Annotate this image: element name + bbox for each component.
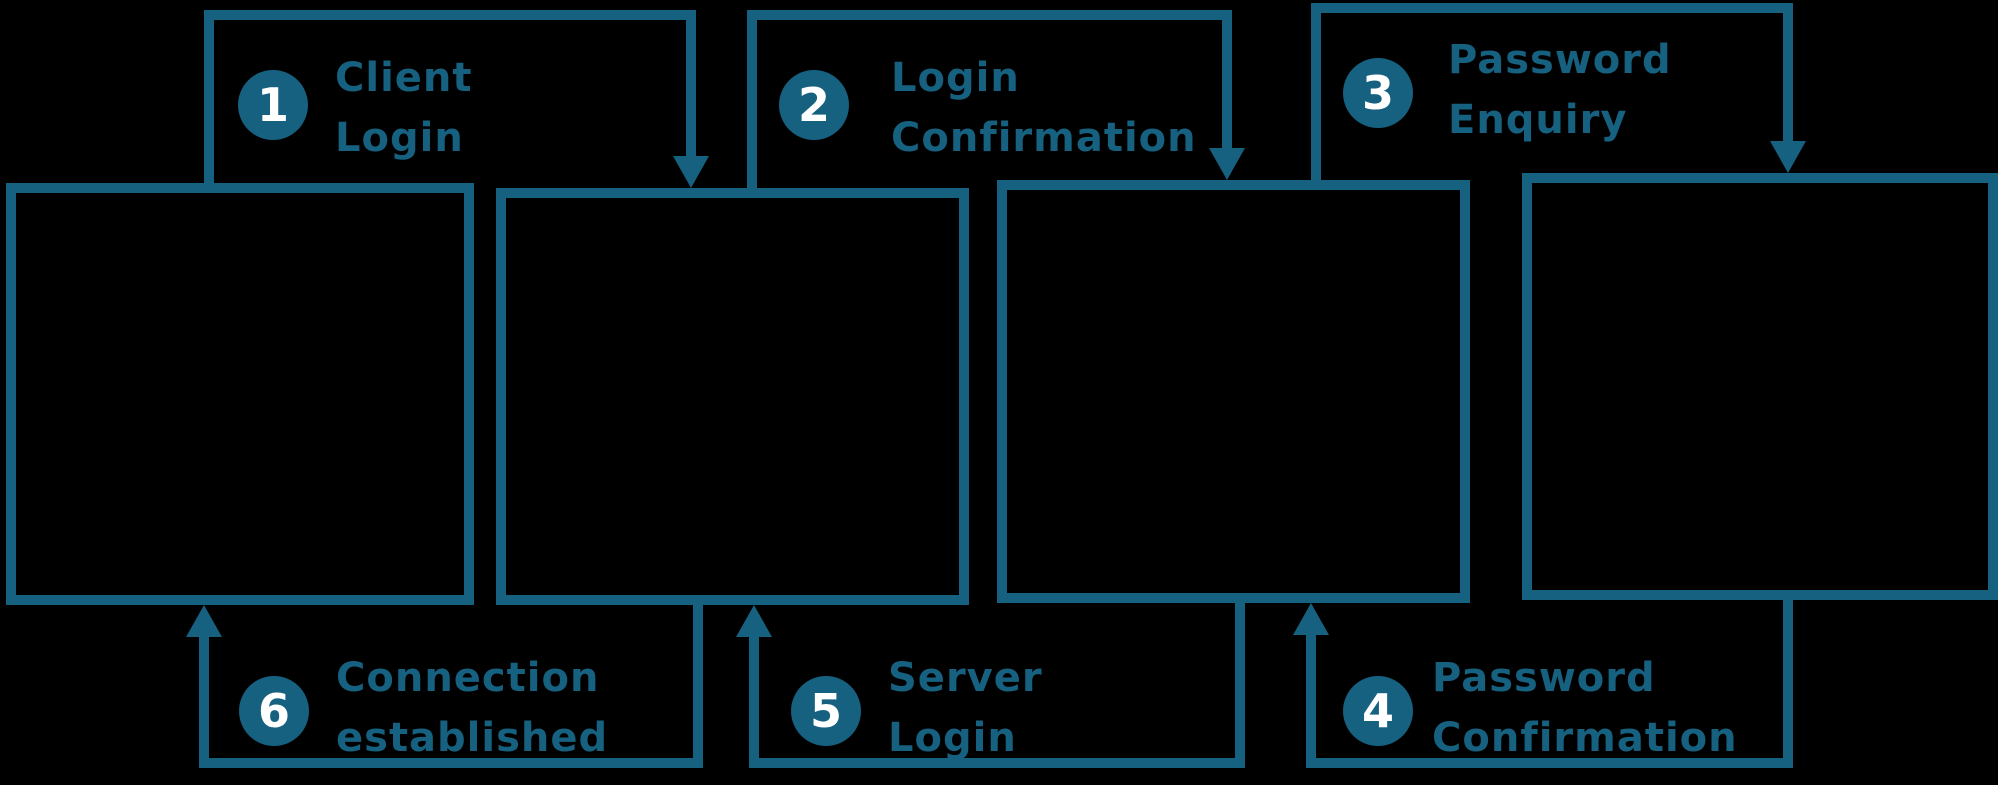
- step-1-label-line-2: Login: [335, 115, 464, 161]
- arrow-down-icon: [673, 156, 709, 188]
- connector-3-start-line: [1311, 3, 1321, 180]
- connector-3-end-line: [1783, 3, 1793, 141]
- step-3-label-line-2: Enquiry: [1448, 97, 1628, 143]
- flow-box-4: [1522, 173, 1998, 600]
- step-2-label: Login Confirmation: [891, 48, 1197, 168]
- step-3-number: 3: [1361, 66, 1394, 120]
- flow-box-1: [6, 183, 474, 605]
- step-1-label-line-1: Client: [335, 55, 473, 101]
- connector-6-start-line: [693, 605, 703, 768]
- arrow-up-icon: [186, 605, 222, 637]
- step-1-number: 1: [256, 78, 289, 132]
- connector-2-end-line: [1222, 10, 1232, 148]
- connector-5-end-line: [749, 637, 759, 758]
- connector-4-end-line: [1306, 635, 1316, 758]
- arrow-up-icon: [736, 605, 772, 637]
- arrow-down-icon: [1770, 141, 1806, 173]
- step-2-badge: 2: [779, 70, 849, 140]
- connector-2-start-line: [747, 10, 757, 188]
- connector-5-start-line: [1235, 603, 1245, 768]
- step-6-badge: 6: [239, 676, 309, 746]
- step-4-label: Password Confirmation: [1432, 648, 1738, 768]
- connector-5-bottom-line: [749, 758, 1245, 768]
- connector-1-top-line: [204, 10, 696, 20]
- step-5-badge: 5: [791, 676, 861, 746]
- flow-box-3: [997, 180, 1470, 603]
- step-4-badge: 4: [1343, 676, 1413, 746]
- step-6-label-line-2: established: [336, 715, 609, 761]
- step-5-label-line-2: Login: [888, 715, 1017, 761]
- step-2-label-line-1: Login: [891, 55, 1020, 101]
- step-4-label-line-1: Password: [1432, 655, 1656, 701]
- step-4-label-line-2: Confirmation: [1432, 715, 1738, 761]
- connector-4-bottom-line: [1306, 758, 1793, 768]
- step-5-number: 5: [809, 684, 842, 738]
- step-6-number: 6: [257, 684, 290, 738]
- arrow-up-icon: [1293, 603, 1329, 635]
- step-4-number: 4: [1361, 684, 1394, 738]
- step-2-number: 2: [797, 78, 830, 132]
- step-5-label: Server Login: [888, 648, 1043, 768]
- connector-1-end-line: [686, 10, 696, 156]
- step-1-label: Client Login: [335, 48, 473, 168]
- connector-4-start-line: [1783, 600, 1793, 768]
- connector-2-top-line: [747, 10, 1232, 20]
- step-5-label-line-1: Server: [888, 655, 1043, 701]
- step-3-label: Password Enquiry: [1448, 30, 1672, 150]
- step-6-label: Connection established: [336, 648, 608, 768]
- connector-3-top-line: [1311, 3, 1793, 13]
- step-3-label-line-1: Password: [1448, 37, 1672, 83]
- connector-6-end-line: [199, 637, 209, 758]
- arrow-down-icon: [1209, 148, 1245, 180]
- step-1-badge: 1: [238, 70, 308, 140]
- step-2-label-line-2: Confirmation: [891, 115, 1197, 161]
- step-6-label-line-1: Connection: [336, 655, 600, 701]
- step-3-badge: 3: [1343, 58, 1413, 128]
- connector-6-bottom-line: [199, 758, 703, 768]
- connector-1-start-line: [204, 10, 214, 183]
- flow-box-2: [496, 188, 969, 605]
